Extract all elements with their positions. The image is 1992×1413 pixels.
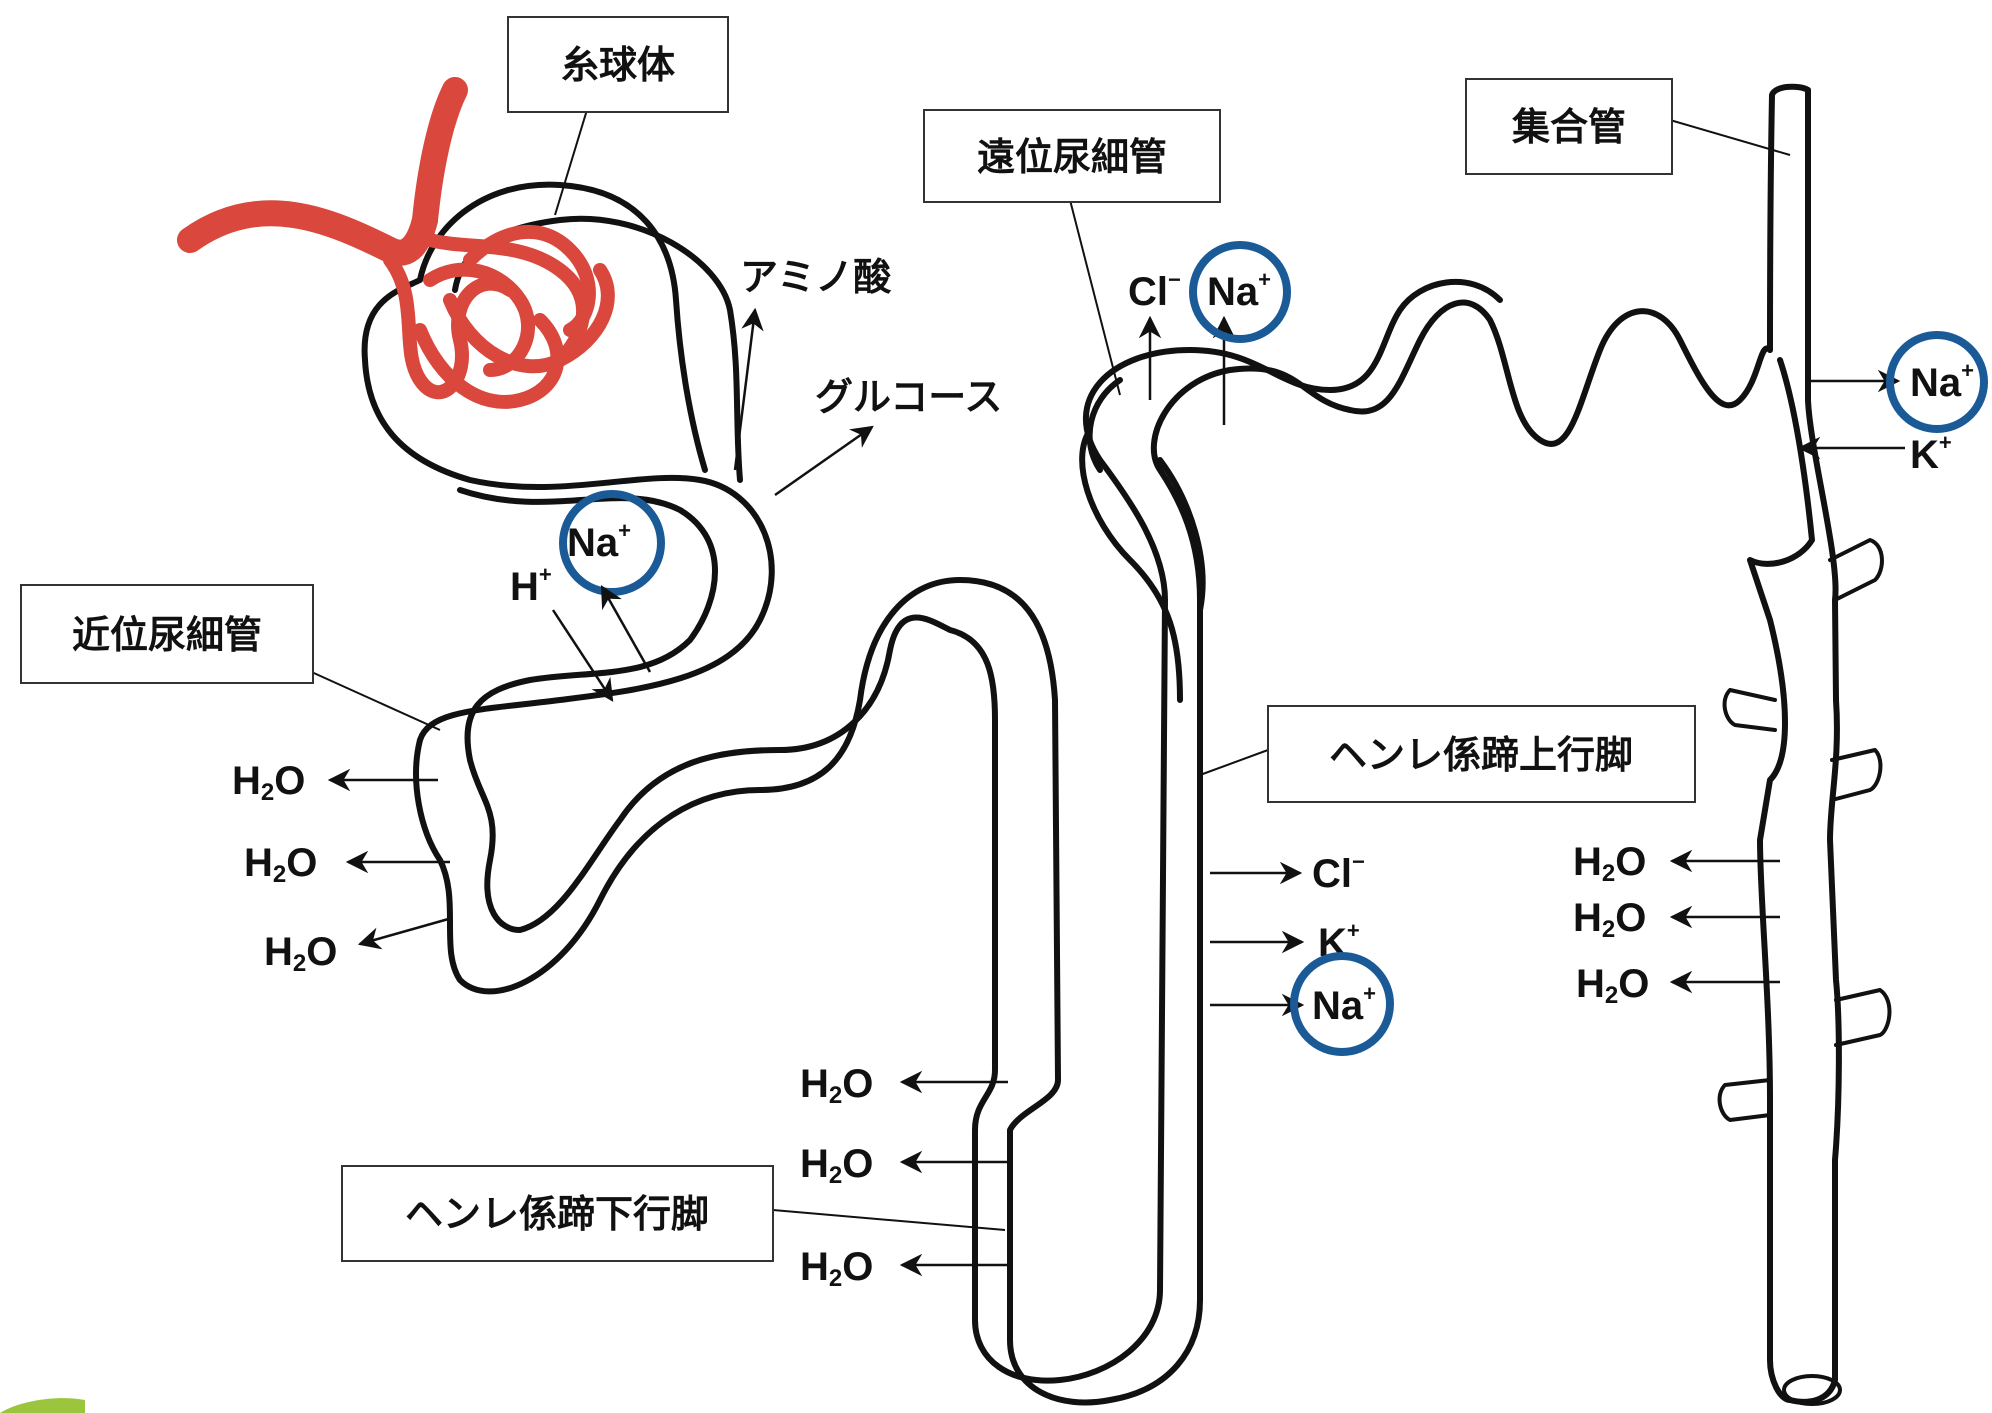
label-descending-limb: ヘンレ係蹄下行脚: [405, 1192, 709, 1236]
h2o-proximal-1: H2O: [232, 759, 305, 806]
label-ascending-limb: ヘンレ係蹄上行脚: [1329, 733, 1633, 777]
ion-na-ascending: Na+: [1312, 981, 1376, 1028]
h2o-desc-3: H2O: [800, 1245, 873, 1292]
ion-h-proximal: H+: [510, 562, 552, 609]
h2o-desc-2: H2O: [800, 1142, 873, 1189]
arrow-glucose: [775, 427, 872, 495]
arrow-h-proximal: [553, 610, 612, 700]
arrow-na-proximal: [602, 587, 650, 672]
h2o-desc-1: H2O: [800, 1062, 873, 1109]
corner-decoration: [0, 1398, 85, 1413]
label-amino-acid: アミノ酸: [740, 255, 892, 299]
leader-ascending: [1200, 750, 1268, 775]
arrow-h2o-proximal-3: [360, 918, 452, 944]
ion-cl-ascending: Cl−: [1312, 849, 1365, 896]
glomerulus-tuft: [190, 90, 608, 402]
h2o-proximal-3: H2O: [264, 930, 337, 977]
leader-glomerulus: [555, 100, 590, 215]
label-glomerulus: 糸球体: [561, 43, 675, 87]
collecting-duct-branches: [1720, 540, 1890, 1404]
ion-na-collecting: Na+: [1910, 358, 1974, 405]
leader-distal: [1070, 200, 1120, 395]
ion-na-distal: Na+: [1207, 267, 1271, 314]
ion-na-proximal: Na+: [567, 518, 631, 565]
ion-k-collecting: K+: [1910, 430, 1952, 477]
ion-cl-distal: Cl−: [1128, 267, 1181, 314]
collecting-duct-right-wall: [1790, 90, 1839, 1402]
distal-tubule-wall: [1082, 380, 1202, 700]
h2o-coll-2: H2O: [1573, 896, 1646, 943]
h2o-coll-3: H2O: [1576, 962, 1649, 1009]
label-collecting-duct: 集合管: [1511, 105, 1626, 149]
h2o-proximal-2: H2O: [244, 841, 317, 888]
h2o-coll-1: H2O: [1573, 840, 1646, 887]
label-glucose: グルコース: [815, 375, 1002, 419]
collecting-duct-left-wall: [1750, 87, 1812, 1400]
label-distal-tubule: 遠位尿細管: [977, 135, 1167, 179]
leader-descending: [773, 1210, 1005, 1230]
label-proximal-tubule: 近位尿細管: [72, 613, 262, 657]
